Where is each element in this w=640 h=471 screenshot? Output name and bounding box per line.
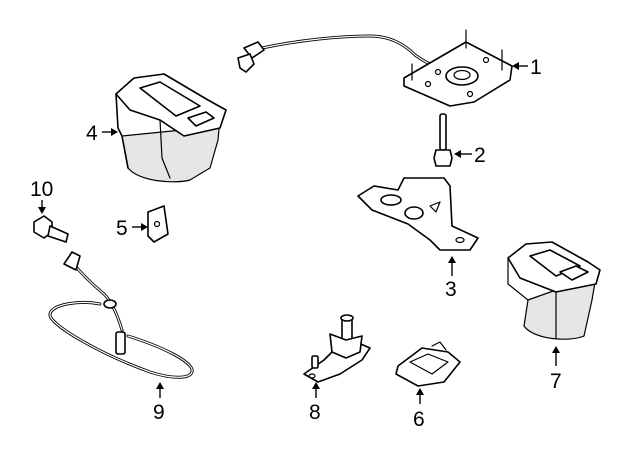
callout-8: 8	[309, 401, 321, 424]
part-5-spacer-pad	[147, 205, 169, 243]
callout-9: 9	[153, 401, 165, 424]
callout-3: 3	[445, 278, 457, 301]
callout-1: 1	[530, 56, 542, 79]
part-10-bolt	[33, 215, 69, 243]
callout-4: 4	[86, 122, 98, 145]
callout-5: 5	[116, 217, 128, 240]
leader-lines	[38, 62, 560, 404]
part-3-bracket	[357, 177, 479, 251]
part-7-battery-tray	[507, 241, 601, 340]
callout-6: 6	[413, 408, 425, 431]
part-2-bolt	[433, 113, 453, 167]
callout-2: 2	[474, 144, 486, 167]
callout-10: 10	[30, 178, 53, 201]
part-9-harness-strap	[48, 251, 194, 379]
part-6-small-bracket	[395, 341, 461, 387]
part-8-stud-bracket	[303, 314, 371, 383]
callout-labels: 1 2 3 4 5 6 7 8 9 10	[30, 56, 562, 431]
part-4-battery-tray	[115, 73, 227, 183]
callout-7: 7	[550, 370, 562, 393]
part-1-holddown-plate-with-cable	[237, 29, 513, 107]
